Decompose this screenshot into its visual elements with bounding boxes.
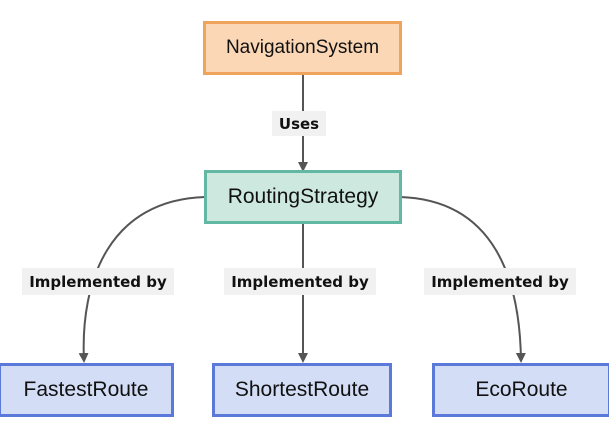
node-eco-route-label: EcoRoute xyxy=(475,378,568,401)
node-fastest-route[interactable]: FastestRoute xyxy=(0,363,174,417)
node-shortest-route-label: ShortestRoute xyxy=(234,378,370,401)
node-routing-strategy[interactable]: RoutingStrategy xyxy=(204,170,402,224)
edge-implemented-by-eco xyxy=(399,196,526,363)
node-routing-strategy-label: RoutingStrategy xyxy=(227,185,379,208)
node-shortest-route[interactable]: ShortestRoute xyxy=(212,363,392,417)
edge-implemented-by-fastest xyxy=(78,196,206,363)
node-eco-route[interactable]: EcoRoute xyxy=(432,363,609,417)
node-navigation-system[interactable]: NavigationSystem xyxy=(203,21,402,75)
edge-label-implemented-by-fastest: Implemented by xyxy=(22,268,174,295)
node-fastest-route-label: FastestRoute xyxy=(23,378,149,401)
edge-label-implemented-by-shortest: Implemented by xyxy=(224,268,376,295)
edge-label-uses: Uses xyxy=(272,111,326,136)
node-navigation-system-label: NavigationSystem xyxy=(225,37,380,58)
edge-label-implemented-by-eco: Implemented by xyxy=(424,268,576,295)
